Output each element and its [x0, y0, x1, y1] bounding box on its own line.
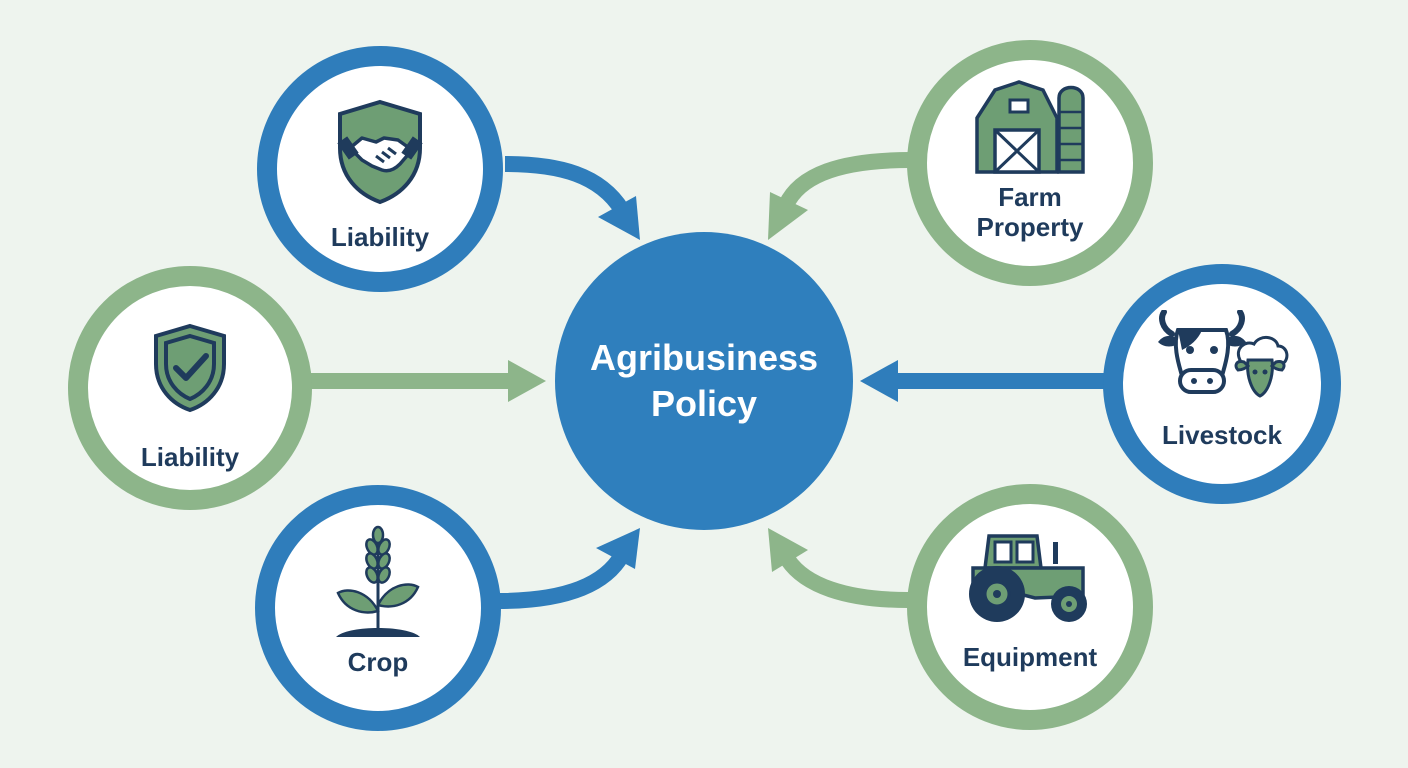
hub-circle: Agribusiness Policy [555, 232, 853, 530]
wheat-plant-icon [336, 525, 420, 637]
node-label: Livestock [1162, 420, 1282, 450]
node-equipment: Equipment [907, 484, 1153, 730]
arrowhead-equipment [768, 528, 808, 572]
node-liability-left: Liability [68, 266, 312, 510]
hub-title: Agribusiness Policy [589, 337, 819, 424]
node-label: Crop [347, 647, 409, 677]
node-label: Liability [330, 222, 430, 252]
arrowhead-farm-property [768, 192, 808, 240]
node-label: Equipment [962, 642, 1098, 672]
node-liability-top: Liability [257, 46, 503, 292]
connector-crop [497, 550, 629, 609]
shield-check-icon [154, 323, 226, 413]
connector-liability-top [504, 156, 629, 215]
arrowhead-crop [596, 528, 640, 569]
barn-silo-icon [975, 80, 1085, 174]
node-livestock: Livestock [1103, 264, 1341, 504]
node-farm-property: Farm Property [907, 40, 1153, 286]
node-label: Liability [140, 442, 240, 472]
node-label: Farm Property [976, 182, 1084, 242]
arrowhead-liability-top [598, 196, 640, 240]
connector-farm-property [778, 152, 911, 209]
arrowhead-livestock [860, 360, 898, 402]
arrowhead-liability-left [508, 360, 546, 402]
tractor-icon [969, 534, 1087, 622]
node-crop: Crop [255, 485, 501, 731]
shield-handshake-icon [337, 99, 423, 205]
connector-equipment [781, 555, 909, 608]
cow-sheep-icon [1158, 310, 1289, 398]
